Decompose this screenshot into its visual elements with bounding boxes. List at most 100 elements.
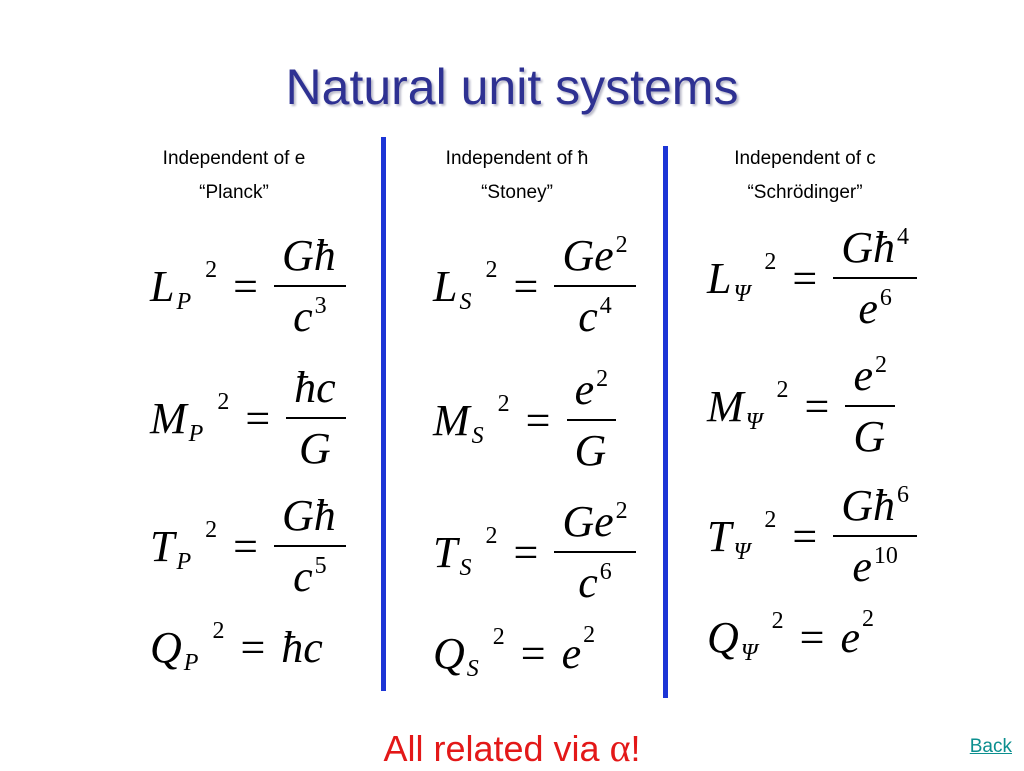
lhs-subscript: P	[188, 420, 204, 447]
fraction: Għ4 e6	[833, 222, 917, 334]
numerator-base: e	[853, 351, 874, 400]
fraction: Għ6 e10	[833, 480, 917, 592]
fraction: Għ c3	[273, 230, 346, 342]
column-heading-planck: Independent of e “Planck”	[104, 142, 364, 210]
denominator-base: c	[578, 558, 598, 607]
column-system-name: “Stoney”	[481, 182, 553, 203]
rhs-exponent: 2	[583, 622, 596, 648]
denominator-exponent: 3	[314, 293, 327, 319]
lhs-symbol: M	[150, 393, 187, 443]
lhs-exponent: 2	[771, 608, 784, 634]
column-heading-schrodinger: Independent of c “Schrödinger”	[675, 142, 935, 210]
page-title: Natural unit systems	[285, 59, 739, 115]
lhs-symbol: L	[707, 253, 732, 303]
numerator-base: e	[574, 365, 595, 414]
equals-sign: =	[799, 613, 825, 662]
lhs-subscript: Ψ	[745, 408, 763, 435]
column-system-name: “Schrödinger”	[747, 182, 863, 203]
lhs-symbol: T	[707, 511, 732, 561]
denominator-base: G	[299, 424, 331, 473]
denominator-base: e	[858, 284, 878, 333]
lhs-symbol: Q	[433, 629, 465, 678]
footer-exclamation: !	[630, 728, 641, 769]
denominator-base: e	[852, 542, 872, 591]
column-heading-stoney: Independent of ħ “Stoney”	[387, 142, 647, 210]
numerator: Ge2	[554, 230, 636, 287]
column-divider-left	[381, 137, 386, 691]
denominator: c6	[570, 553, 620, 608]
numerator: Għ	[273, 490, 346, 547]
denominator-exponent: 6	[879, 285, 892, 311]
lhs-subscript: S	[459, 554, 472, 581]
lhs-subscript: P	[176, 288, 192, 315]
lhs-symbol: L	[433, 261, 458, 311]
lhs-exponent: 2	[776, 376, 789, 403]
equals-sign: =	[792, 511, 818, 561]
column-system-name: “Planck”	[199, 182, 269, 203]
lhs-symbol: L	[150, 261, 175, 311]
fraction: e2 G	[845, 350, 896, 462]
numerator-base: Għ	[281, 491, 336, 540]
lhs-symbol: Q	[150, 623, 182, 672]
lhs-exponent: 2	[205, 516, 218, 543]
numerator-exponent: 2	[596, 366, 609, 392]
lhs-exponent: 2	[764, 248, 777, 275]
denominator: e6	[850, 279, 900, 334]
denominator-base: c	[293, 552, 313, 601]
numerator-exponent: 2	[615, 498, 628, 524]
rhs-exponent: 2	[862, 606, 875, 632]
equals-sign: =	[792, 253, 818, 303]
equals-sign: =	[804, 381, 830, 431]
lhs-exponent: 2	[205, 256, 218, 283]
lhs-subscript: P	[176, 548, 192, 575]
numerator-exponent: 2	[615, 232, 628, 258]
lhs-symbol: M	[707, 381, 744, 431]
denominator-base: c	[293, 292, 313, 341]
numerator-base: Ge	[562, 497, 614, 546]
numerator: ħc	[286, 362, 346, 419]
footer-text: All related via	[383, 728, 610, 769]
lhs-subscript: Ψ	[733, 280, 751, 307]
fraction: Għ c5	[273, 490, 346, 602]
numerator-base: Għ	[841, 481, 895, 530]
lhs-subscript: Ψ	[740, 640, 758, 666]
numerator-base: ħc	[294, 363, 336, 412]
fraction: e2 G	[566, 364, 617, 476]
numerator-exponent: 6	[896, 482, 909, 508]
fraction: ħc G	[286, 362, 346, 474]
lhs-exponent: 2	[485, 256, 498, 283]
denominator: G	[845, 407, 895, 462]
lhs-exponent: 2	[485, 522, 498, 549]
fraction: Ge2 c6	[554, 496, 636, 608]
equals-sign: =	[513, 261, 539, 311]
lhs-symbol: Q	[707, 613, 739, 662]
denominator-base: c	[578, 292, 598, 341]
column-heading-text: Independent of c	[734, 148, 876, 169]
column-heading-text: Independent of e	[162, 148, 306, 169]
numerator: Għ	[273, 230, 346, 287]
lhs-subscript: S	[471, 422, 484, 449]
fraction: Ge2 c4	[554, 230, 636, 342]
rhs-base: e	[561, 629, 582, 678]
denominator: c5	[285, 547, 335, 602]
numerator: e2	[566, 364, 617, 421]
denominator-base: G	[574, 426, 607, 475]
back-link[interactable]: Back	[969, 736, 1012, 757]
equals-sign: =	[245, 393, 271, 443]
lhs-symbol: T	[433, 527, 458, 577]
denominator: e10	[844, 537, 906, 592]
equals-sign: =	[233, 261, 258, 311]
numerator-base: Għ	[281, 231, 336, 280]
denominator-exponent: 10	[873, 543, 898, 569]
equals-sign: =	[520, 629, 546, 678]
lhs-symbol: T	[150, 521, 175, 571]
denominator: G	[291, 419, 341, 474]
footer-caption: All related via α!	[0, 724, 1024, 771]
